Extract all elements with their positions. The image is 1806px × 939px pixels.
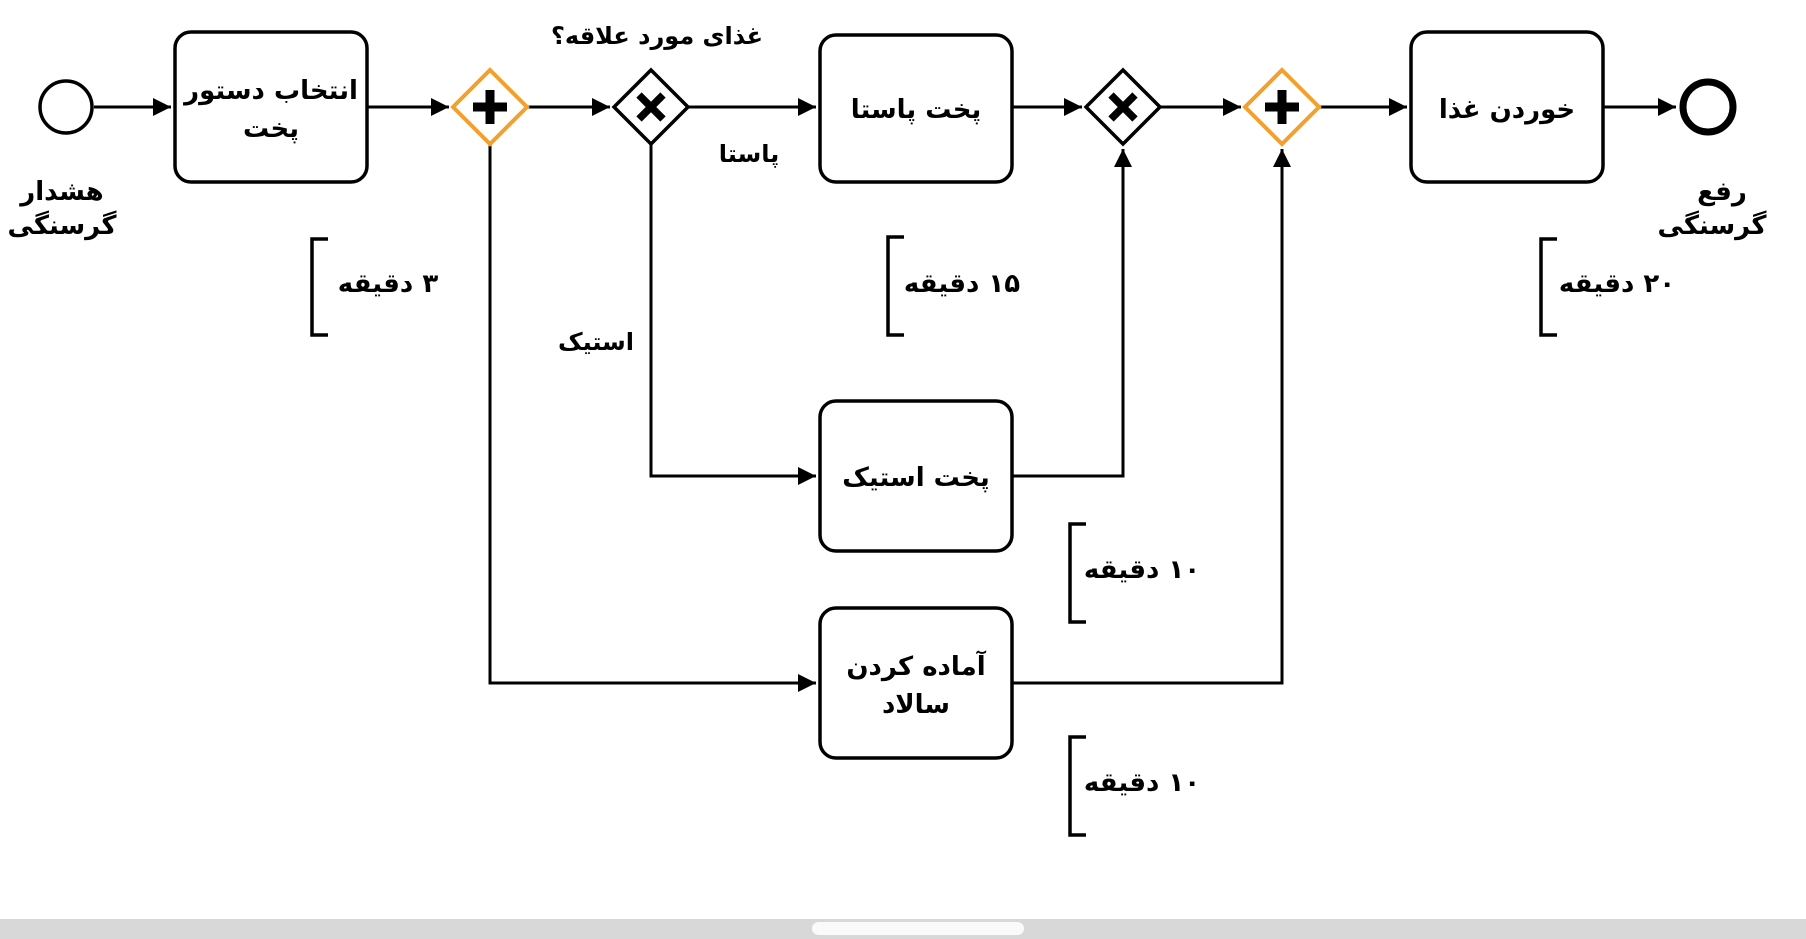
task-eat-food: خوردن غذا [1409, 30, 1605, 184]
sequence-flows [94, 98, 1676, 692]
task-choose-recipe-label-line2: پخت [243, 114, 299, 144]
task-prepare-salad: آماده کردن سالاد [818, 606, 1014, 760]
flow-prepare-salad-to-parallel-join [1012, 149, 1291, 685]
gateway-question-label: غذای مورد علاقه؟ [551, 22, 763, 50]
exclusive-gateway-join [1083, 67, 1163, 147]
start-event-label-line2: گرسنگی [8, 210, 118, 241]
task-cook-pasta-label: پخت پاستا [851, 95, 982, 125]
flow-xor-split-to-cook-steak [649, 144, 816, 485]
bracket-cook-steak [1068, 522, 1086, 624]
exclusive-gateway-split: غذای مورد علاقه؟ [551, 22, 763, 147]
task-cook-pasta: پخت پاستا [818, 33, 1014, 184]
x-icon [1108, 92, 1138, 122]
horizontal-scrollbar-track[interactable] [0, 919, 1806, 939]
flow-cook-steak-to-xor-join [1012, 149, 1132, 478]
end-event-label-line1: رفع [1697, 177, 1747, 207]
parallel-gateway-join [1242, 67, 1322, 147]
start-event-circle [38, 79, 94, 135]
duration-cook-pasta: ۱۵ دقیقه [904, 269, 1020, 299]
task-cook-steak-label: پخت استیک [842, 463, 989, 493]
parallel-gateway-split [450, 67, 530, 147]
task-eat-food-label: خوردن غذا [1439, 95, 1575, 125]
task-choose-recipe-label-line1: انتخاب دستور [182, 76, 358, 106]
duration-cook-steak: ۱۰ دقیقه [1084, 555, 1200, 585]
task-prepare-salad-box [818, 606, 1014, 760]
task-eat-food-box [1409, 30, 1605, 184]
task-cook-steak: پخت استیک [818, 399, 1014, 553]
bracket-choose-recipe [310, 237, 328, 337]
end-event: رفع گرسنگی [1658, 78, 1768, 241]
edge-label-steak: استیک [558, 328, 634, 356]
end-event-circle [1679, 78, 1737, 136]
task-prepare-salad-label-line2: سالاد [882, 690, 950, 720]
task-choose-recipe-box [173, 30, 369, 184]
plus-icon [1265, 90, 1299, 124]
bracket-eat-food [1539, 237, 1557, 337]
duration-prepare-salad: ۱۰ دقیقه [1084, 768, 1200, 798]
task-choose-recipe: انتخاب دستور پخت [173, 30, 369, 184]
duration-eat-food: ۲۰ دقیقه [1559, 269, 1675, 299]
flow-parallel-split-to-prepare-salad [488, 144, 816, 692]
edge-label-pasta: پاستا [719, 140, 779, 168]
duration-brackets [310, 235, 1557, 837]
x-icon [636, 92, 666, 122]
task-cook-pasta-box [818, 33, 1014, 184]
horizontal-scrollbar-thumb[interactable] [812, 922, 1024, 935]
task-prepare-salad-label-line1: آماده کردن [846, 650, 986, 682]
start-event-label-line1: هشدار [18, 177, 103, 207]
bracket-prepare-salad [1068, 735, 1086, 837]
duration-choose-recipe: ۳ دقیقه [338, 269, 439, 299]
task-cook-steak-box [818, 399, 1014, 553]
end-event-label-line2: گرسنگی [1658, 210, 1768, 241]
bracket-cook-pasta [886, 235, 904, 337]
start-event: هشدار گرسنگی [8, 79, 118, 241]
plus-icon [473, 90, 507, 124]
